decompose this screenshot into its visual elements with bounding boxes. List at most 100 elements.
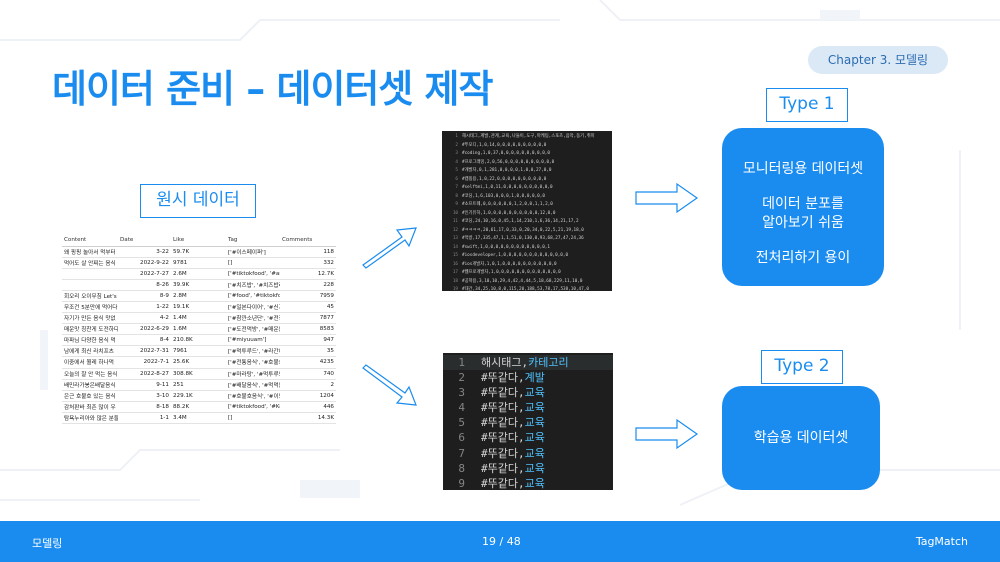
table-cell: 2022-7-31 <box>118 345 171 358</box>
code-line: 16#ios개발자,1,0,1,0,0,0,0,0,0,0,0,0,0,0 <box>444 261 610 270</box>
line-number: 6 <box>455 176 458 182</box>
category-text: 교육 <box>524 386 545 400</box>
code-line: 3#뚜같다,교육 <box>443 385 613 400</box>
table-cell: 2.8M <box>171 290 226 302</box>
code-text: #ㅋㅋㅋㅋ,20,61,17,0,33,0,20,34,0,22,5,21,19… <box>462 227 584 233</box>
line-number: 6 <box>458 431 465 445</box>
table-cell <box>62 279 118 291</box>
table-cell: 4235 <box>280 356 336 369</box>
type1-line: 전처리하기 용이 <box>755 250 851 266</box>
table-cell: 3.4M <box>171 412 226 425</box>
line-number: 8 <box>458 461 465 475</box>
column-header: Comments <box>280 234 336 247</box>
table-cell: 14.3K <box>280 412 336 425</box>
category-text: 교육 <box>524 446 545 460</box>
table-cell: ['#도전먹방', '#매운음 <box>226 323 280 336</box>
type1-description-box: 모니터링용 데이터셋 데이터 분포를 알아보기 쉬움 전처리하기 용이 <box>722 128 884 286</box>
line-number: 3 <box>455 151 458 156</box>
code-line: 9#뚜같다,교육 <box>443 476 613 490</box>
table-cell: 1-1 <box>118 412 171 425</box>
table-cell: 회오리 오이무침 Let's <box>62 290 118 302</box>
code-line: 10#인기유하,1,0,0,0,0,0,0,0,0,0,0,12,0,0 <box>444 210 610 219</box>
column-header: Like <box>171 234 226 247</box>
table-cell: 매운맛 칭찬게 도전하다 <box>62 323 118 336</box>
table-cell: 2022-9-22 <box>118 257 171 269</box>
table-cell: ['#tiktokfood', '#asmr' <box>226 268 280 280</box>
table-cell: 59.7K <box>171 246 226 258</box>
table-cell: 12.7K <box>280 268 336 280</box>
category-text: 교육 <box>524 401 545 415</box>
code-text: #ios개발자,1,0,1,0,0,0,0,0,0,0,0,0,0,0 <box>462 261 557 267</box>
line-number: 5 <box>455 168 458 173</box>
table-cell: 7877 <box>280 312 336 325</box>
code-text: #개발자,0,1,281,0,0,0,0,1,0,0,27,0,0 <box>462 168 552 173</box>
line-number: 17 <box>452 270 458 275</box>
code-line: 6#뚜같다,교육 <box>443 430 613 445</box>
table-cell: 9-11 <box>118 379 171 391</box>
code-text: #캠핑용,1,0,22,0,0,0,0,0,0,0,0,0,0 <box>462 176 547 182</box>
hashtag-text: #뚜같다, <box>481 401 525 415</box>
table-row: 2022-7-272.6M['#tiktokfood', '#asmr'12.7… <box>62 268 336 280</box>
table-cell: 1204 <box>280 390 336 402</box>
type1-line: 알아보기 쉬움 <box>762 215 844 231</box>
type1-label: Type 1 <box>766 88 848 122</box>
line-number: 4 <box>455 159 458 165</box>
table-cell: 7959 <box>280 290 336 302</box>
table-cell: ['#호불호음식', '#이모 <box>226 390 280 402</box>
table-cell: 35 <box>280 345 336 358</box>
code-text: #먹방,17,335,47,1,1,51,0,130,0,93,68,27,47… <box>462 236 584 241</box>
table-cell: 이중에서 뭘레 하나먹 <box>62 356 118 369</box>
table-cell: 308.8K <box>171 368 226 380</box>
line-number: 7 <box>458 446 465 460</box>
table-cell: 210.8K <box>171 334 226 347</box>
hashtag-text: #뚜같다, <box>481 386 525 400</box>
table-cell: 118 <box>280 246 336 258</box>
footer-bar: 모델링 19 / 48 TagMatch <box>0 521 1000 562</box>
table-cell: ['#치즈밥', '#치즈밥레 <box>226 279 280 291</box>
line-number: 2 <box>455 142 458 148</box>
line-number: 12 <box>452 227 458 233</box>
code-text: #프로그래밍,2,0,56,0,0,0,0,0,0,0,0,0,0 <box>462 159 555 165</box>
code-text: #인기유하,1,0,0,0,0,0,0,0,0,0,0,12,0,0 <box>462 210 556 216</box>
chapter-pill: Chapter 3. 모델링 <box>808 46 948 74</box>
line-number: 15 <box>452 253 458 258</box>
code-line: 7#뚜같다,교육 <box>443 446 613 461</box>
code-text: #swift,1,0,0,0,0,0,0,0,0,0,0,0,0,1 <box>462 244 550 250</box>
code-line: 5 #개발자,0,1,281,0,0,0,0,1,0,0,27,0,0 <box>444 167 610 176</box>
code-text: #coding,1,0,37,0,0,0,0,0,0,0,0,0,0 <box>462 151 550 156</box>
table-cell: 2022-8-27 <box>118 368 171 380</box>
category-text: 교육 <box>524 431 545 445</box>
code-line: 5#뚜같다,교육 <box>443 415 613 430</box>
table-cell: 88.2K <box>171 401 226 413</box>
line-number: 19 <box>452 287 458 291</box>
line-number: 7 <box>455 185 458 190</box>
line-number: 14 <box>452 244 458 250</box>
line-number: 13 <box>452 236 458 241</box>
line-number: 11 <box>452 219 458 224</box>
code-line: 2#뚜같다,계발 <box>443 370 613 385</box>
table-cell: 감처판바 최존 많이 우 <box>62 401 118 413</box>
hashtag-text: 해시태그, <box>481 356 529 369</box>
category-text: 카테고리 <box>528 356 569 369</box>
code-line: 7#selftmi,1,0,11,0,0,0,0,0,0,0,0,0,0 <box>444 184 610 193</box>
hashtag-text: #뚜같다, <box>481 476 525 490</box>
line-number: 9 <box>458 476 465 490</box>
table-cell: 332 <box>280 257 336 269</box>
line-number: 8 <box>455 193 458 199</box>
table-cell <box>62 268 118 280</box>
code-line: 15#iosdeveloper,1,0,0,0,0,0,0,0,0,0,0,0,… <box>444 252 610 261</box>
table-cell: 1.4M <box>171 312 226 325</box>
code-line: 13 #먹방,17,335,47,1,1,51,0,130,0,93,68,27,… <box>444 235 610 244</box>
table-cell: 4-2 <box>118 312 171 325</box>
